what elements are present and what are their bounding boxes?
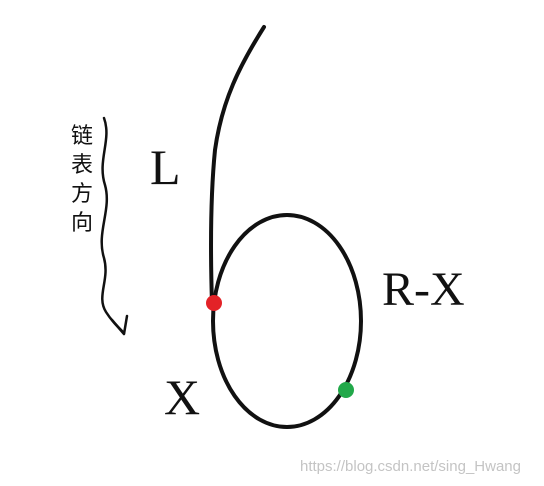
meeting-point <box>338 382 354 398</box>
watermark: https://blog.csdn.net/sing_Hwang <box>300 458 521 475</box>
list-tail-curve <box>209 25 266 306</box>
direction-label: 链表方向 <box>71 124 94 236</box>
cycle-entry-point <box>206 295 222 311</box>
label-x: X <box>164 369 201 425</box>
label-r-minus-x: R-X <box>382 263 465 316</box>
label-l: L <box>150 139 181 195</box>
direction-arrow-head <box>110 314 129 336</box>
cycle-loop <box>211 213 363 429</box>
direction-arrow-line <box>100 116 126 335</box>
